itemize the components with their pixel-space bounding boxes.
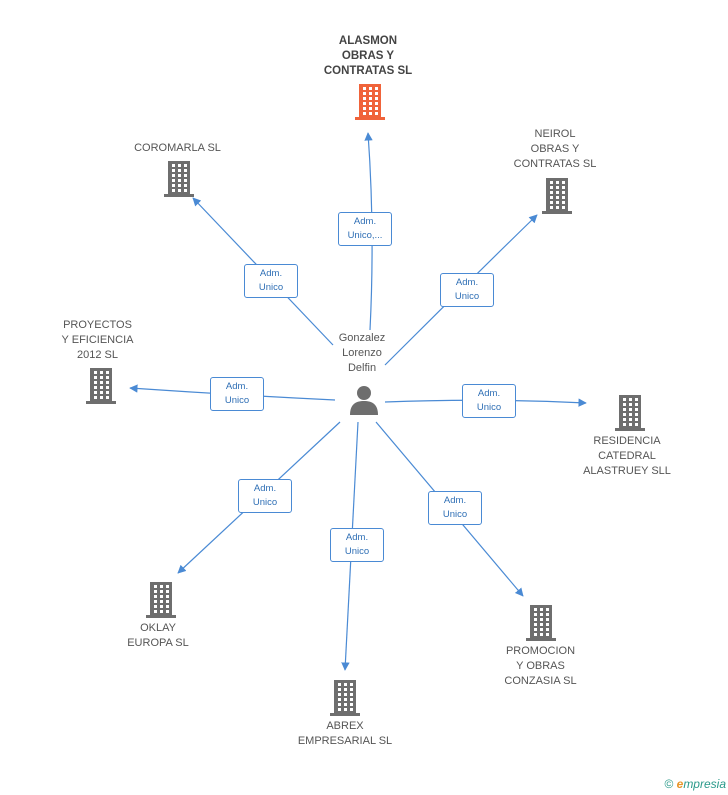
building-icon[interactable] [86,368,116,409]
company-name-neirol[interactable]: NEIROL OBRAS Y CONTRATAS SL [513,128,597,170]
edge-label-residencia[interactable]: Adm. Unico [462,384,516,418]
edge-label-alasmon[interactable]: Adm. Unico,... [338,212,392,246]
edge-label-abrex[interactable]: Adm. Unico [330,528,384,562]
building-icon[interactable] [164,161,194,202]
company-name-oklay[interactable]: OKLAY EUROPA SL [127,622,189,649]
company-name-promocion[interactable]: PROMOCION Y OBRAS CONZASIA SL [504,645,577,687]
building-icon[interactable] [330,680,360,721]
company-name-residencia[interactable]: RESIDENCIA CATEDRAL ALASTRUEY SLL [583,435,671,477]
copyright-symbol: © [664,777,674,791]
building-icon[interactable] [542,178,572,219]
edge-label-neirol[interactable]: Adm. Unico [440,273,494,307]
brand-name: mpresia [683,777,726,791]
company-name-proyectos[interactable]: PROYECTOS Y EFICIENCIA 2012 SL [61,319,134,361]
building-icon[interactable] [615,395,645,436]
building-icon[interactable] [526,605,556,646]
edge-label-oklay[interactable]: Adm. Unico [238,479,292,513]
company-name-alasmon[interactable]: ALASMON OBRAS Y CONTRATAS SL [323,35,413,77]
company-name-abrex[interactable]: ABREX EMPRESARIAL SL [297,720,393,747]
company-name-coromarla[interactable]: COROMARLA SL [134,142,221,154]
building-icon[interactable] [146,582,176,623]
footer-brand: © empresia [664,777,726,791]
brand-initial: e [676,777,684,791]
person-icon[interactable] [348,384,380,416]
edge-label-promocion[interactable]: Adm. Unico [428,491,482,525]
edge-label-coromarla[interactable]: Adm. Unico [244,264,298,298]
building-icon[interactable] [355,84,385,125]
edge-label-proyectos[interactable]: Adm. Unico [210,377,264,411]
center-person-name[interactable]: Gonzalez Lorenzo Delfin [338,332,386,374]
